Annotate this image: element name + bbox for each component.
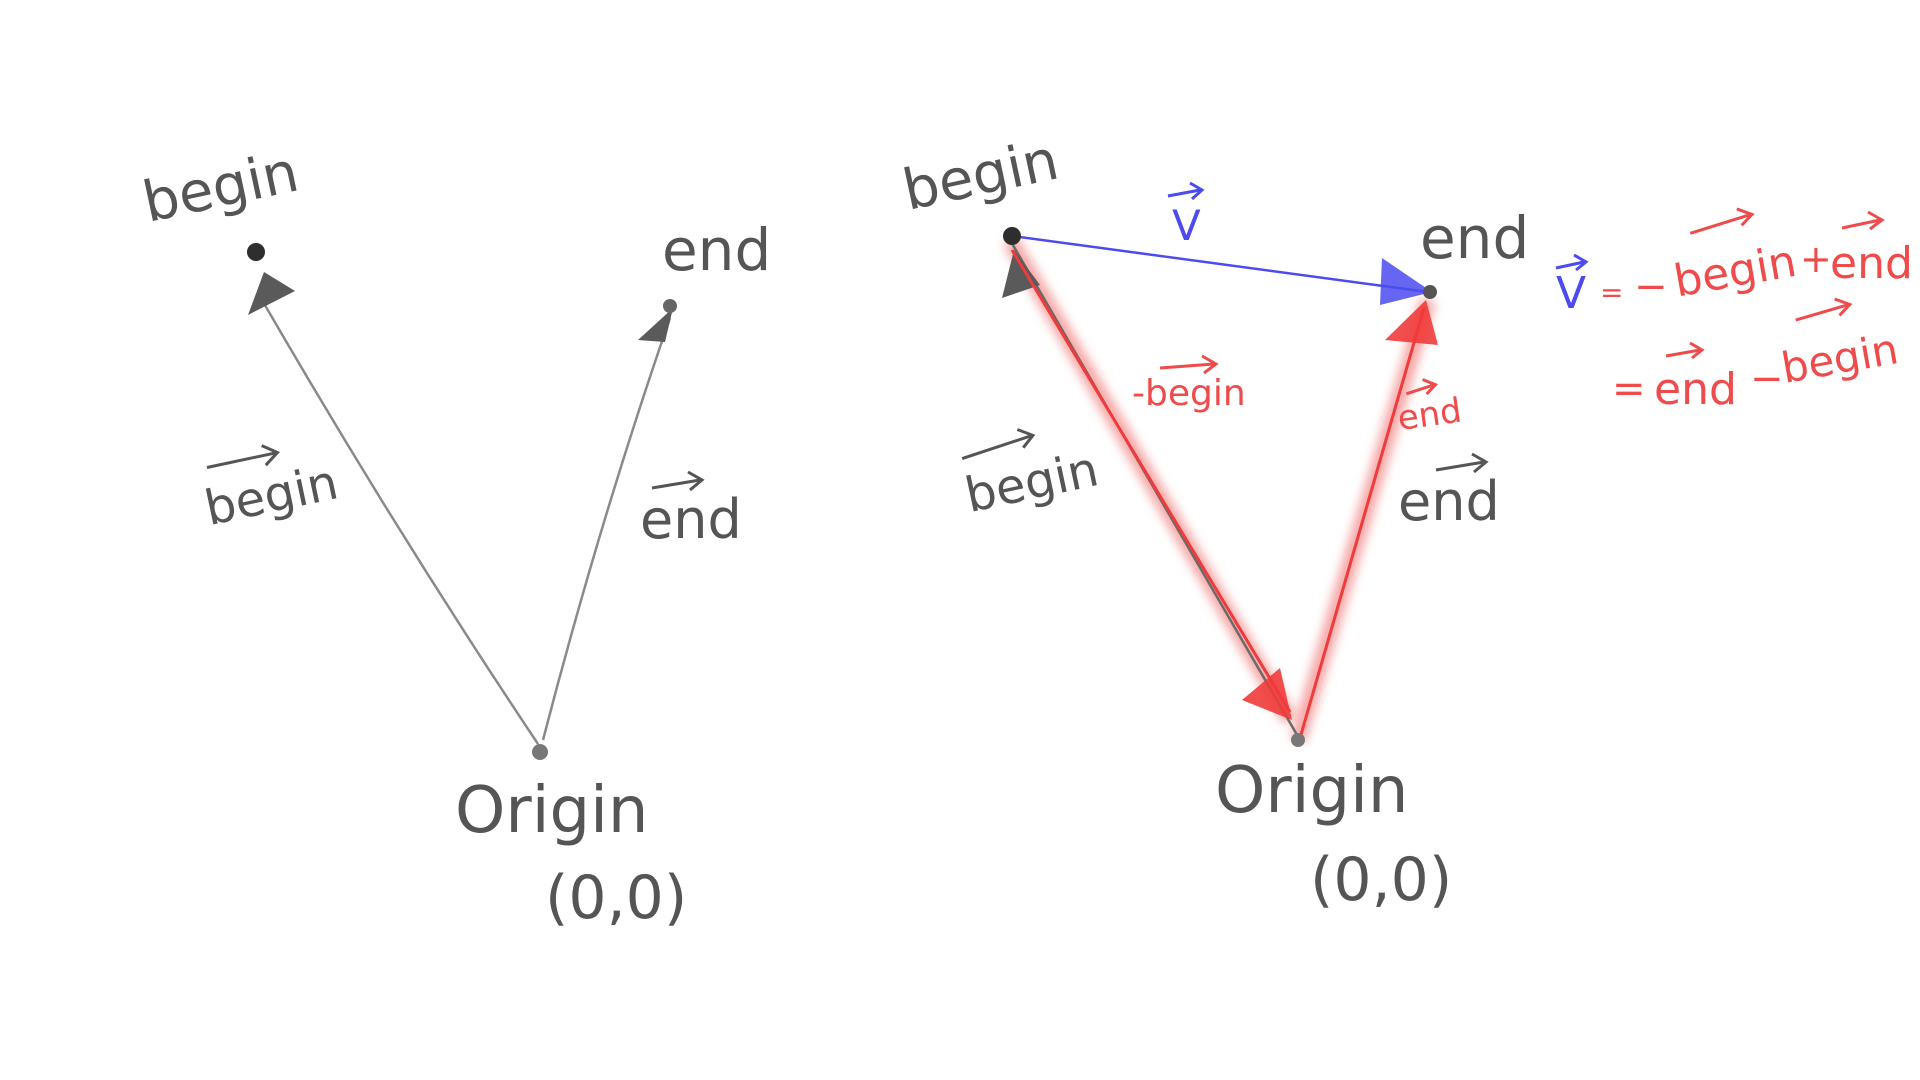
left-origin-point (532, 744, 548, 760)
equation: V = − begin + end = end − begin (1555, 207, 1913, 415)
equation-line1-begin-term: begin (1670, 207, 1800, 308)
svg-text:end: end (1830, 238, 1913, 289)
left-end-arrowhead (638, 308, 673, 342)
left-begin-point-label: begin (137, 140, 304, 236)
svg-text:end: end (1395, 391, 1464, 440)
right-origin-coords: (0,0) (1310, 845, 1452, 915)
equation-line1-end-term: end (1830, 210, 1913, 289)
equation-line1-equals: = (1600, 276, 1623, 309)
right-begin-point-label: begin (897, 128, 1064, 224)
right-v-vector-label: V (1167, 181, 1205, 250)
svg-text:end: end (640, 488, 742, 551)
right-neg-begin-arrowhead (1242, 668, 1292, 720)
left-begin-vector-line (260, 299, 540, 745)
right-begin-vector-label: begin (960, 428, 1103, 524)
right-v-arrowhead (1380, 258, 1432, 305)
right-diagram: begin end V -begin end begin (897, 128, 1529, 915)
left-begin-point (247, 243, 265, 261)
left-end-point-label: end (662, 216, 771, 284)
right-begin-arrowhead (1002, 250, 1040, 298)
svg-text:-begin: -begin (1132, 373, 1246, 414)
right-end-point-label: end (1420, 204, 1529, 272)
right-end-point (1423, 285, 1437, 299)
right-origin-point (1291, 733, 1305, 747)
right-red-end-line (1298, 307, 1426, 739)
right-red-end-label: end (1395, 378, 1464, 440)
left-begin-vector-label: begin (200, 444, 343, 537)
svg-text:V: V (1172, 201, 1201, 250)
right-v-vector-line (1011, 234, 1429, 294)
left-end-point (663, 299, 677, 313)
equation-line2-equals: = (1612, 366, 1646, 412)
right-neg-begin-line (1010, 249, 1292, 713)
right-red-end-arrowhead (1385, 300, 1438, 345)
right-neg-begin-label: -begin (1132, 354, 1246, 414)
equation-line2-minus: − (1750, 356, 1784, 402)
left-end-vector-label: end (640, 470, 742, 551)
left-origin-label: Origin (455, 774, 648, 848)
svg-text:end: end (1654, 364, 1737, 415)
svg-text:begin: begin (960, 441, 1103, 524)
svg-text:begin: begin (1778, 324, 1902, 393)
left-end-vector-line (541, 317, 672, 741)
svg-text:begin: begin (1670, 236, 1800, 308)
left-begin-arrowhead (248, 272, 295, 315)
left-diagram: begin end begin end Origin (0,0) (137, 140, 771, 933)
equation-line2-begin-term: begin (1778, 297, 1902, 393)
right-end-vector-label: end (1398, 452, 1500, 533)
equation-line2-end-term: end (1654, 341, 1737, 415)
right-begin-point (1003, 227, 1021, 245)
equation-line1-minus: − (1634, 264, 1668, 310)
svg-text:end: end (1398, 470, 1500, 533)
equation-v-term: V (1555, 253, 1589, 319)
right-origin-label: Origin (1215, 754, 1408, 828)
left-origin-coords: (0,0) (545, 863, 687, 933)
svg-text:V: V (1556, 268, 1586, 319)
equation-line1-plus: + (1800, 237, 1832, 281)
svg-text:begin: begin (200, 454, 343, 537)
